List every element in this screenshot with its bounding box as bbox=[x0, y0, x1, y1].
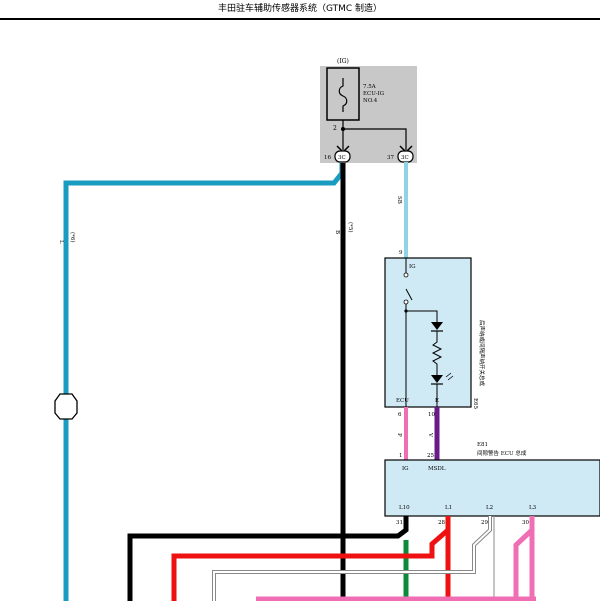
svg-text:6: 6 bbox=[398, 412, 402, 418]
ecu-unit-box bbox=[384, 459, 600, 517]
svg-text:L10: L10 bbox=[399, 505, 410, 511]
fuse-ig-label: (IG) bbox=[337, 58, 349, 65]
svg-text:E: E bbox=[435, 398, 439, 404]
svg-text:L1: L1 bbox=[445, 505, 452, 511]
svg-text:IG: IG bbox=[409, 264, 416, 270]
svg-text:28: 28 bbox=[438, 520, 445, 526]
wire-pink-l3 bbox=[513, 516, 535, 601]
ecu-unit-desc: 间隙警告 ECU 总成 bbox=[477, 449, 527, 457]
svg-text:MSDL: MSDL bbox=[428, 466, 446, 472]
wire-red bbox=[171, 516, 451, 601]
wire-black-l10 bbox=[127, 516, 409, 601]
junction-octagon bbox=[54, 393, 78, 420]
svg-text:1: 1 bbox=[399, 453, 403, 459]
svg-text:IG: IG bbox=[402, 466, 409, 472]
switch-unit-id: E65 bbox=[472, 398, 478, 410]
connector-3c-left bbox=[334, 150, 351, 163]
fuse-icon bbox=[338, 78, 348, 112]
svg-text:L2: L2 bbox=[486, 505, 493, 511]
page-title: 丰田驻车辅助传感器系统（GTMC 制造） bbox=[0, 0, 600, 20]
connector-left-pin: 16 bbox=[324, 155, 331, 161]
fuse-rating: 7.5A bbox=[363, 84, 377, 90]
svg-text:9: 9 bbox=[399, 250, 403, 256]
switch-unit-desc: 后声纳或间隔声纳开关总成 bbox=[478, 320, 486, 387]
svg-text:(*5): (*5) bbox=[347, 222, 354, 233]
svg-text:30: 30 bbox=[522, 520, 529, 526]
svg-text:10: 10 bbox=[428, 412, 435, 418]
switch-unit-box bbox=[384, 257, 472, 408]
resistor-icon bbox=[431, 331, 443, 375]
svg-text:29: 29 bbox=[481, 520, 488, 526]
diode-icon bbox=[431, 322, 443, 330]
svg-text:31: 31 bbox=[396, 520, 403, 526]
switch-contact bbox=[405, 288, 413, 301]
fuse-name: ECU-IG bbox=[363, 91, 384, 97]
svg-text:L3: L3 bbox=[529, 505, 537, 511]
fuse-number: NO.4 bbox=[363, 98, 378, 104]
svg-text:ECU: ECU bbox=[396, 398, 409, 404]
svg-text:V: V bbox=[427, 432, 433, 438]
ecu-unit-id: E81 bbox=[477, 442, 488, 448]
svg-text:P: P bbox=[396, 433, 402, 437]
wire-black-label: B bbox=[334, 230, 340, 234]
svg-text:3C: 3C bbox=[401, 155, 409, 161]
svg-text:25: 25 bbox=[427, 453, 434, 459]
connector-right-pin: 37 bbox=[387, 155, 394, 161]
led-icon bbox=[431, 375, 443, 383]
svg-text:3C: 3C bbox=[338, 155, 346, 161]
fuse-pin: 2 bbox=[333, 125, 337, 132]
wire-blue-label: L bbox=[58, 240, 64, 244]
svg-text:(*6): (*6) bbox=[69, 232, 76, 243]
wire-sb-label: SB bbox=[396, 196, 402, 204]
